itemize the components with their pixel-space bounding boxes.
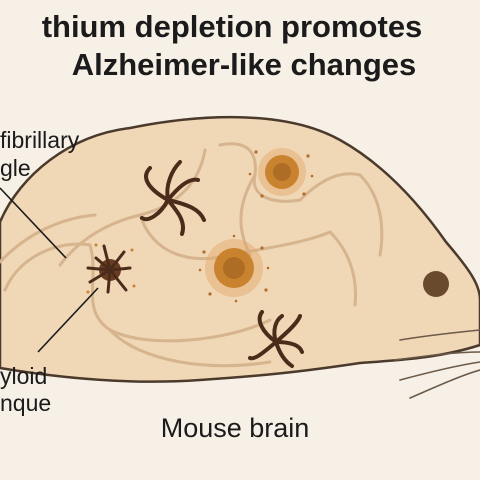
amyloid-plaque bbox=[205, 239, 263, 297]
plaque-label-line-1: yloid bbox=[0, 363, 48, 389]
title-line-1: thium depletion promotes bbox=[41, 9, 423, 44]
neurofibrillary-tangle bbox=[248, 310, 304, 368]
title-line-2: Alzheimer-like changes bbox=[71, 47, 417, 82]
mouse-brain-caption: Mouse brain bbox=[160, 413, 310, 443]
plaque-speckles bbox=[198, 150, 314, 303]
mouse-eye bbox=[423, 271, 449, 297]
callout-lines bbox=[0, 187, 99, 353]
amyloid-plaque bbox=[258, 148, 306, 196]
brain-folds bbox=[0, 142, 384, 368]
neurofibrillary-tangle bbox=[140, 160, 206, 236]
neurofibrillary-tangle bbox=[86, 243, 136, 294]
tangle-label-line-2: gle bbox=[0, 155, 31, 181]
plaque-label-line-2: nque bbox=[0, 390, 52, 416]
whiskers bbox=[394, 329, 480, 399]
tangle-label-line-1: fibrillary bbox=[0, 127, 80, 153]
